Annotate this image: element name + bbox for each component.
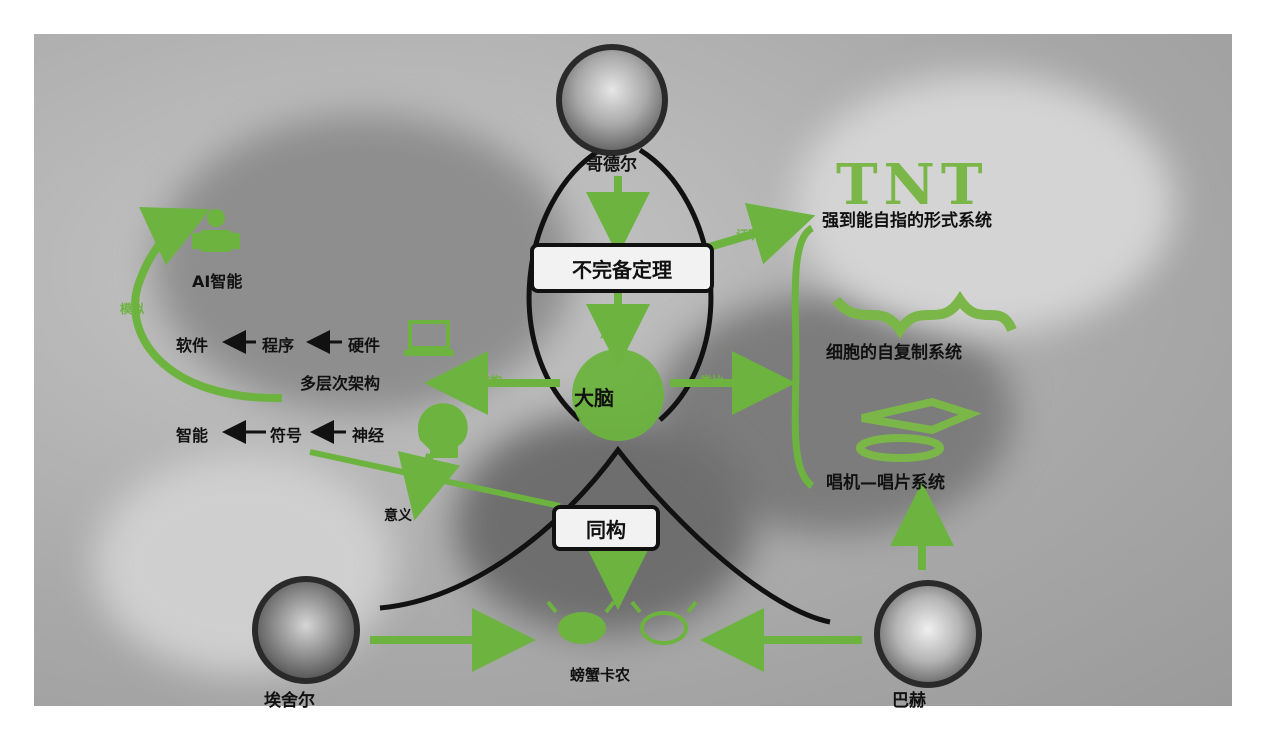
robot-icon [192, 209, 240, 252]
label-bach: 巴赫 [892, 691, 926, 711]
godel-portrait [556, 44, 668, 156]
label-program: 程序 [262, 336, 295, 355]
label-formal-system: 强到能自指的形式系统 [822, 211, 992, 231]
label-crab-canon: 螃蟹卡农 [570, 666, 631, 684]
label-cell-replication: 细胞的自复制系统 [826, 343, 962, 363]
edge-label-discover: 发现 [600, 210, 625, 224]
label-neuron: 神经 [352, 426, 385, 445]
label-symbol: 符号 [270, 426, 303, 445]
label-ai: AI智能 [192, 272, 243, 291]
label-godel: 哥德尔 [586, 155, 637, 175]
label-phonograph-system: 唱机—唱片系统 [826, 473, 945, 493]
phonograph-icon [856, 397, 982, 462]
edge-label-simulate: 模拟 [120, 302, 145, 316]
dna-icon [832, 290, 1017, 340]
edge-label-reflect: 反映 [600, 326, 625, 340]
line-symbol-isomorphism [309, 449, 561, 509]
label-meaning: 意义 [384, 508, 412, 524]
bell-curve [379, 445, 831, 625]
arrow-theorem-proof [704, 203, 816, 265]
head-brain-icon [418, 403, 468, 458]
node-brain-label: 大脑 [574, 386, 614, 410]
label-intelligence: 智能 [176, 426, 209, 445]
edge-label-proof: 证明 [736, 228, 761, 242]
label-hardware: 硬件 [348, 336, 381, 355]
arrow-simulation-loop [131, 207, 283, 403]
edge-label-analogy: 类比 [700, 374, 725, 388]
arrow-neuron-meaning [397, 450, 461, 521]
label-multilevel: 多层次架构 [300, 374, 381, 393]
crab-icon [546, 600, 698, 645]
brain-icon [572, 349, 664, 441]
laptop-icon [404, 320, 454, 356]
bach-portrait [874, 580, 982, 688]
bg-highlight-1 [794, 74, 1174, 334]
node-incompleteness-theorem: 不完备定理 [530, 243, 714, 293]
bg-shadow-1 [154, 114, 574, 414]
bracket-right-systems [791, 224, 815, 489]
edge-label-structure: 结构 [478, 374, 503, 388]
label-escher: 埃舍尔 [264, 691, 315, 711]
tnt-heading: TNT [836, 152, 989, 218]
edge-label-component: 构部 [906, 532, 931, 546]
node-isomorphism: 同构 [552, 505, 660, 551]
label-software: 软件 [176, 336, 209, 355]
escher-portrait [252, 576, 360, 684]
